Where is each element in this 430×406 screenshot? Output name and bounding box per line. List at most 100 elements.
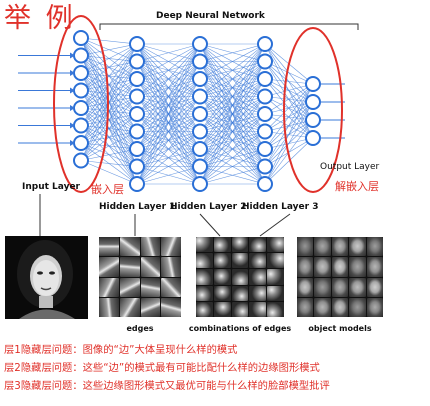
embed-layer-label: 嵌入层 — [91, 183, 124, 196]
combination-tile — [267, 237, 284, 253]
combination-tile — [249, 253, 267, 269]
unembed-ellipse — [283, 27, 343, 193]
network-connections — [80, 37, 314, 185]
edge-filter-tile — [99, 237, 119, 257]
combination-tile — [231, 237, 249, 253]
combination-tile — [196, 269, 213, 285]
network-edge — [80, 148, 138, 161]
network-edge — [136, 78, 201, 185]
network-edge — [136, 43, 201, 62]
network-edge — [136, 43, 201, 150]
network-edge — [264, 83, 314, 150]
network-node — [192, 53, 208, 70]
network-node — [129, 158, 145, 175]
face-model-tile — [297, 277, 314, 297]
combination-tile — [196, 285, 213, 301]
note-layer-2: 层2隐藏层问题：这些“边”的模式最有可能比配什么样的边缘图形模式 — [4, 362, 320, 374]
face-model-tile — [314, 237, 331, 257]
embed-ellipse — [53, 15, 109, 193]
network-node — [192, 123, 208, 140]
face-photo — [5, 236, 88, 319]
network-edge — [264, 83, 314, 132]
network-node — [257, 141, 273, 157]
network-edge — [136, 43, 201, 97]
network-bracket — [99, 23, 359, 30]
hidden-layer-3-label: Hidden Layer 3 — [242, 202, 319, 212]
network-node — [73, 30, 89, 46]
caption-edges: edges — [126, 324, 154, 333]
network-edge — [199, 43, 266, 150]
network-edge — [80, 96, 138, 161]
network-edge — [264, 78, 314, 85]
network-node — [257, 123, 273, 140]
face-model-tile — [366, 297, 383, 317]
note-layer-1: 层1隐藏层问题：图像的“边”大体呈现什么样的模式 — [4, 344, 238, 356]
network-node — [129, 71, 145, 87]
network-edge — [264, 83, 314, 115]
face-model-tile — [349, 237, 366, 257]
network-edge — [136, 43, 201, 167]
network-edge — [80, 160, 138, 167]
network-node — [192, 36, 208, 52]
network-edge — [80, 131, 138, 161]
network-node — [129, 123, 145, 140]
edge-filter-tile — [161, 277, 181, 297]
network-edge — [199, 43, 266, 97]
face-model-tile — [349, 297, 366, 317]
input-arrowhead — [70, 52, 75, 59]
page-title: 举 例 — [4, 3, 76, 34]
network-edge — [264, 101, 314, 185]
input-layer-label: Input Layer — [22, 182, 80, 192]
combination-tile — [249, 237, 267, 253]
network-node — [305, 76, 321, 92]
network-node — [192, 88, 208, 105]
network-edge — [199, 43, 266, 132]
combination-tile — [267, 269, 284, 285]
network-node — [257, 176, 273, 192]
face-model-tile — [331, 237, 349, 257]
face-model-tile — [314, 277, 331, 297]
face-model-tile — [297, 297, 314, 317]
hidden-layer-1-label: Hidden Layer 1 — [99, 202, 176, 212]
edges-feature-grid — [99, 237, 181, 317]
combination-tile — [249, 269, 267, 285]
face-model-tile — [366, 237, 383, 257]
network-edge — [264, 137, 314, 185]
caption-object-models: object models — [308, 324, 372, 333]
combination-tile — [231, 269, 249, 285]
edge-filter-tile — [99, 297, 119, 317]
network-node — [129, 176, 145, 192]
input-arrowhead — [70, 105, 75, 111]
network-edge — [136, 96, 201, 185]
face-model-tile — [349, 257, 366, 277]
face-model-tile — [297, 257, 314, 277]
network-node — [257, 106, 273, 122]
network-edge — [80, 113, 138, 161]
caption-combinations: combinations of edges — [188, 324, 292, 333]
combination-tile — [231, 285, 249, 301]
unembed-layer-label: 解嵌入层 — [335, 180, 379, 193]
note-layer-3: 层3隐藏层问题：这些边缘图形模式又最优可能与什么样的脸部模型批评 — [4, 380, 330, 392]
network-edge — [80, 43, 138, 91]
combination-tile — [196, 237, 213, 253]
edge-filter-tile — [119, 257, 140, 277]
neural-network-diagram — [18, 15, 359, 193]
face-model-tile — [331, 257, 349, 277]
combination-tile — [267, 285, 284, 301]
combination-tile — [267, 301, 284, 317]
face-model-tile — [331, 297, 349, 317]
face-model-tile — [314, 297, 331, 317]
network-edge — [136, 148, 201, 185]
network-edge — [136, 61, 201, 185]
network-node — [129, 88, 145, 105]
combination-tile — [213, 253, 231, 269]
network-edge — [199, 96, 266, 185]
input-arrowhead — [70, 87, 75, 94]
network-edge — [264, 83, 314, 97]
edge-filter-tile — [99, 257, 119, 277]
edge-filter-tile — [140, 237, 161, 257]
combination-tile — [249, 285, 267, 301]
hidden-layer-2-label: Hidden Layer 2 — [170, 202, 247, 212]
network-edge — [136, 131, 201, 185]
